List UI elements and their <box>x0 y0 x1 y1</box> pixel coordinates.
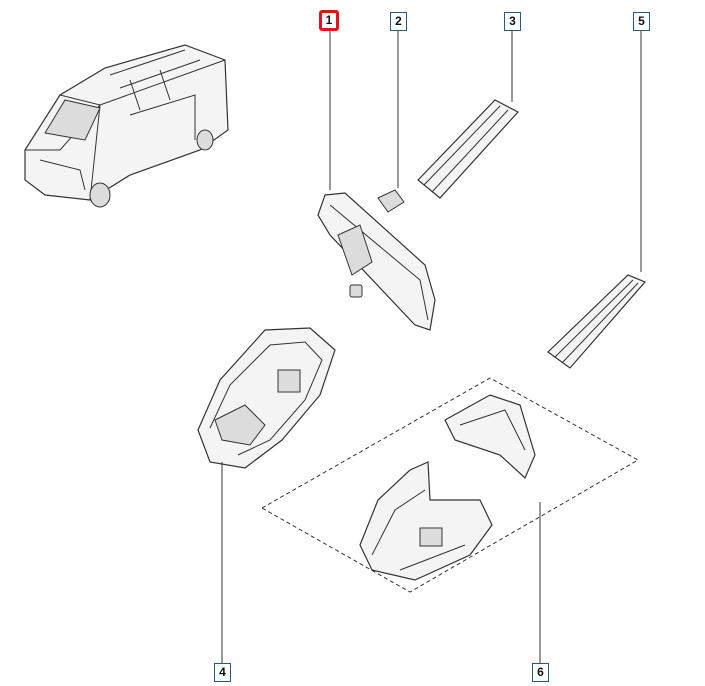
callout-5[interactable]: 5 <box>633 12 650 31</box>
part-6-group-outline <box>260 377 640 593</box>
callout-3[interactable]: 3 <box>504 12 521 31</box>
part-1-interior-mirror <box>317 192 436 331</box>
part-6-components <box>359 394 536 581</box>
part-2-adhesive-pad <box>377 189 405 213</box>
leader-lines <box>221 30 642 663</box>
callout-2[interactable]: 2 <box>390 12 407 31</box>
callout-1[interactable]: 1 <box>319 10 339 31</box>
callout-4[interactable]: 4 <box>214 663 231 682</box>
callout-6[interactable]: 6 <box>532 663 549 682</box>
part-5-cover <box>547 274 647 369</box>
van-illustration <box>24 44 229 208</box>
part-3-cover <box>417 99 519 199</box>
part-4-housing <box>197 327 336 469</box>
